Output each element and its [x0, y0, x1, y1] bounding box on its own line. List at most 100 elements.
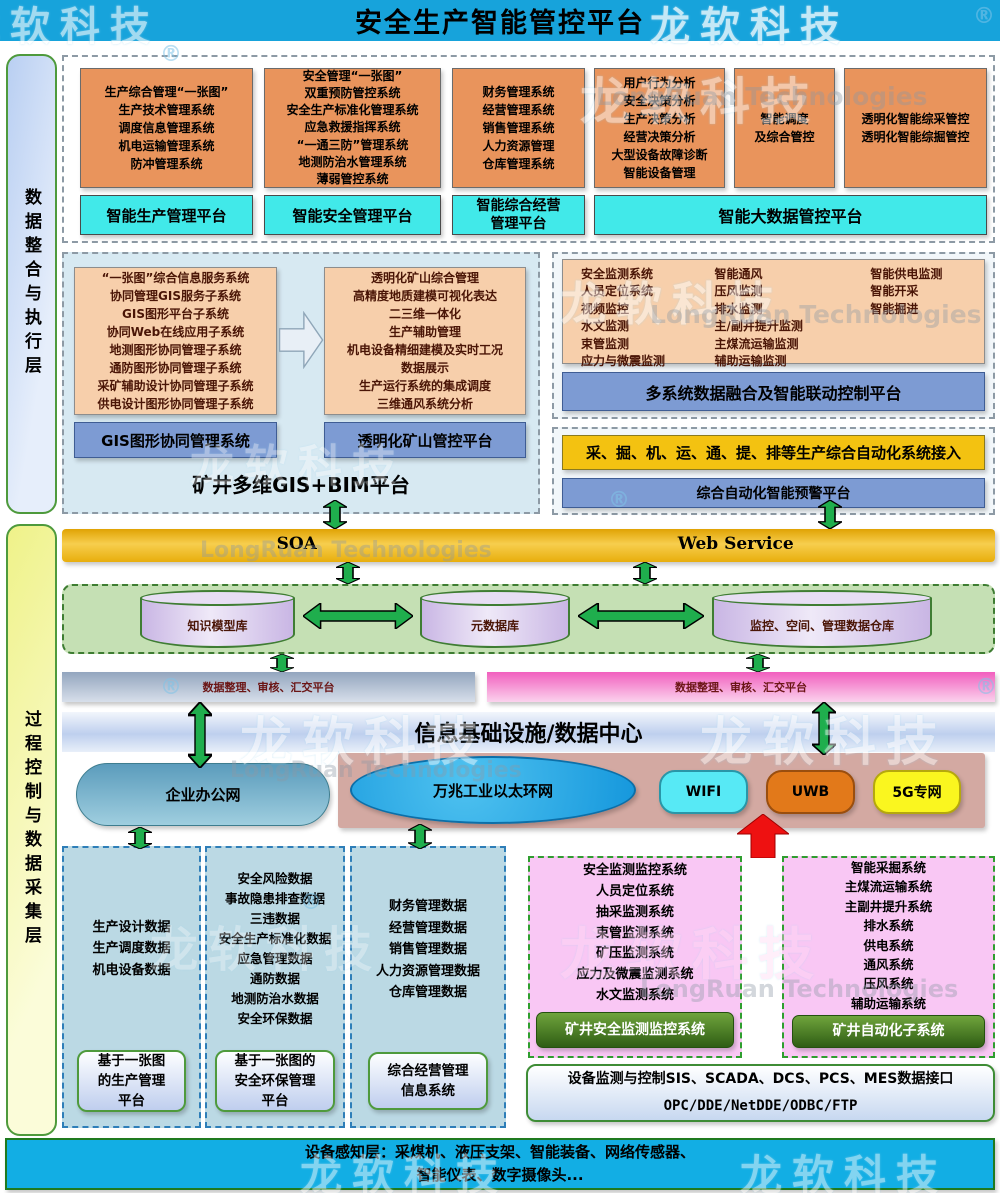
gis-platform-label: GIS图形协同管理系统 — [74, 422, 277, 458]
monitoring-col-2: 智能通风压风监测排水监测主/副井提升监测主煤流运输监测辅助运输监测 — [714, 260, 871, 368]
list-item: 生产运行系统的集成调度 — [358, 379, 491, 393]
production-data-items: 生产设计数据生产调度数据机电设备数据 — [64, 848, 199, 1050]
list-item: 仓库管理系统 — [482, 157, 555, 171]
list-item: 经营决策分析 — [623, 130, 696, 144]
list-item: 财务管理数据 — [388, 899, 467, 915]
list-item: 压风系统 — [863, 976, 914, 992]
data-exchange-bar-right: 数据整理、审核、汇交平台 — [487, 672, 995, 702]
transparent-mining-box: 透明化智能综采管控透明化智能综掘管控 — [844, 68, 987, 188]
mine-monitoring-items: 安全监测监控系统人员定位系统抽采监测系统束管监测系统矿压监测系统应力及微震监测系… — [530, 858, 740, 1010]
uwb-node: UWB — [766, 770, 855, 814]
list-item: “一张图”综合信息服务系统 — [101, 271, 250, 285]
list-item: 智能供电监测 — [870, 267, 943, 281]
red-up-arrow-icon — [737, 814, 789, 858]
transparent-mine-platform-label: 透明化矿山管控平台 — [324, 422, 526, 458]
industrial-ethernet-node: 万兆工业以太环网 — [350, 756, 636, 824]
platform-label-safety: 智能安全管理平台 — [264, 195, 441, 235]
list-item: 仓库管理数据 — [388, 985, 467, 1001]
5g-network-node: 5G专网 — [873, 770, 961, 814]
list-item: 人员定位系统 — [595, 884, 674, 899]
list-item: 地测防治水管理系统 — [298, 154, 407, 169]
double-arrow-vertical-icon — [270, 654, 294, 672]
list-item: 矿压监测系统 — [595, 946, 674, 962]
cylinder-body — [140, 598, 295, 648]
list-item: 协同Web在线应用子系统 — [106, 325, 245, 339]
list-item: 主煤流运输系统 — [844, 879, 933, 895]
safety-data-box: 安全风险数据事故隐患排查数据三违数据安全生产标准化数据应急管理数据通防数据地测防… — [205, 846, 345, 1128]
list-item: 生产综合管理“一张图” — [104, 85, 229, 99]
list-item: 视频监控 — [581, 301, 630, 316]
list-item: 经营管理数据 — [388, 920, 467, 936]
layer-label-process-control: 过程控制与数据采集层 — [6, 524, 57, 1136]
application-layer-container — [62, 55, 995, 243]
double-arrow-vertical-icon — [408, 824, 432, 849]
list-item: 束管监测系统 — [595, 925, 674, 941]
metadata-db-label: 元数据库 — [470, 618, 519, 633]
list-item: 智能掘进 — [870, 301, 919, 316]
list-item: 生产决策分析 — [623, 112, 696, 126]
list-item: 及综合管控 — [754, 130, 815, 144]
cylinder-body — [420, 598, 570, 648]
list-item: 用户行为分析 — [623, 76, 696, 90]
infrastructure-title-band: 信息基础设施/数据中心 — [62, 712, 995, 752]
list-item: 安全决策分析 — [623, 94, 696, 108]
list-item: 水文监测系统 — [595, 987, 674, 1003]
web-service-label: Web Service — [677, 534, 794, 554]
office-network-node: 企业办公网 — [76, 763, 330, 826]
bigdata-analysis-box: 用户行为分析安全决策分析生产决策分析经营决策分析大型设备故障诊断智能设备管理 — [594, 68, 725, 188]
list-item: 透明化矿山综合管理 — [370, 271, 479, 285]
list-item: 安全生产标准化管理系统 — [286, 103, 419, 118]
list-item: 三维通风系统分析 — [376, 397, 473, 411]
list-item: 安全监测系统 — [581, 267, 654, 281]
data-exchange-bar-left: 数据整理、审核、汇交平台 — [62, 672, 475, 702]
list-item: 生产辅助管理 — [388, 325, 461, 339]
list-item: 抽采监测系统 — [595, 904, 674, 920]
list-item: 智能设备管理 — [623, 166, 696, 180]
perception-line-2: 智能仪表、数字摄像头... — [416, 1166, 584, 1184]
list-item: 透明化智能综掘管控 — [861, 130, 970, 144]
list-item: 采矿辅助设计协同管理子系统 — [97, 379, 254, 393]
production-systems-box: 生产综合管理“一张图”生产技术管理系统调度信息管理系统机电运输管理系统防冲管理系… — [80, 68, 253, 188]
list-item: 智能开采 — [870, 284, 919, 299]
list-item: 通防图形协同管理子系统 — [109, 361, 242, 375]
list-item: 透明化智能综采管控 — [861, 112, 970, 126]
list-item: 通防数据 — [249, 971, 300, 986]
automation-access-label: 采、掘、机、运、通、提、排等生产综合自动化系统接入 — [562, 435, 985, 470]
list-item: 防冲管理系统 — [130, 157, 203, 171]
mine-automation-items: 智能采掘系统主煤流运输系统主副井提升系统排水系统供电系统通风系统压风系统辅助运输… — [784, 858, 993, 1013]
list-item: 主副井提升系统 — [844, 898, 933, 914]
list-item: 生产调度数据 — [92, 941, 171, 957]
smart-dispatch-box: 智能调度及综合管控 — [734, 68, 835, 188]
device-interface-box: 设备监测与控制SIS、SCADA、DCS、PCS、MES数据接口 OPC/DDE… — [526, 1064, 995, 1122]
list-item: 压风监测 — [714, 284, 763, 299]
soa-label: SOA — [276, 534, 317, 554]
production-data-box: 生产设计数据生产调度数据机电设备数据 基于一张图的生产管理平台 — [62, 846, 201, 1128]
double-arrow-vertical-icon — [633, 562, 657, 584]
metadata-db-cylinder: 元数据库 — [420, 590, 570, 648]
operation-data-items: 财务管理数据经营管理数据销售管理数据人力资源管理数据仓库管理数据 — [352, 848, 504, 1052]
list-item: 二三维一体化 — [388, 307, 461, 321]
platform-label-bigdata: 智能大数据管控平台 — [594, 195, 987, 235]
data-fusion-platform-label: 多系统数据融合及智能联动控制平台 — [562, 372, 985, 411]
mine-monitoring-box: 安全监测监控系统人员定位系统抽采监测系统束管监测系统矿压监测系统应力及微震监测系… — [528, 856, 742, 1058]
warehouse-db-label: 监控、空间、管理数据仓库 — [749, 618, 894, 633]
list-item: 地测防治水数据 — [231, 991, 319, 1006]
list-item: 三违数据 — [249, 911, 300, 926]
list-item: 人力资源管理 — [482, 139, 555, 153]
knowledge-db-cylinder: 知识模型库 — [140, 590, 295, 648]
page-title: 安全生产智能管控平台 — [0, 0, 1000, 41]
list-item: 生产设计数据 — [92, 919, 171, 935]
double-arrow-vertical-icon — [188, 702, 212, 768]
list-item: 安全监测监控系统 — [582, 863, 687, 879]
list-item: 智能采掘系统 — [850, 860, 926, 875]
list-item: 经营管理系统 — [482, 103, 555, 117]
cylinder-top — [712, 590, 932, 606]
list-item: 辅助运输监测 — [714, 353, 787, 368]
list-item: 应力与微震监测 — [581, 353, 666, 368]
list-item: “一通三防”管理系统 — [296, 137, 409, 152]
monitoring-col-1: 安全监测系统人员定位系统视频监控水文监测束管监测应力与微震监测 — [563, 260, 715, 368]
cylinder-top — [140, 590, 295, 606]
list-item: 销售管理系统 — [482, 121, 555, 135]
mine-automation-box: 智能采掘系统主煤流运输系统主副井提升系统排水系统供电系统通风系统压风系统辅助运输… — [782, 856, 995, 1058]
